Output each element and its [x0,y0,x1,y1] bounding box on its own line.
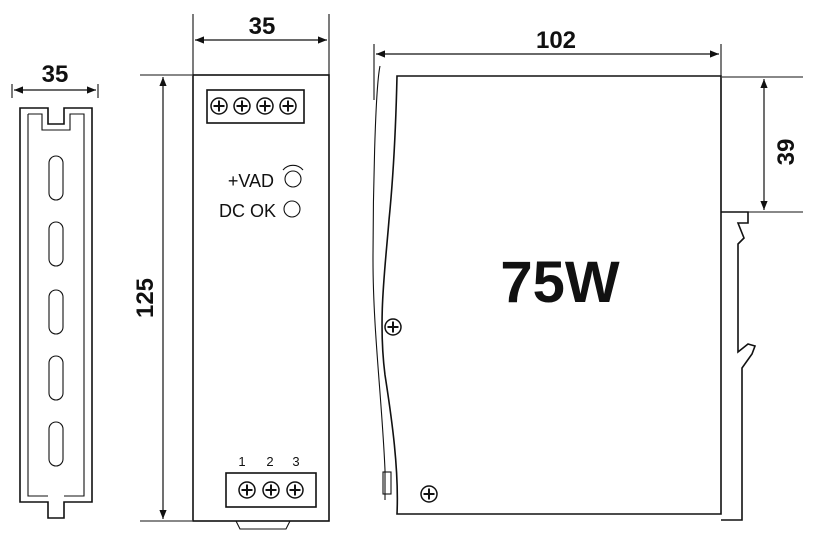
rail-slot [48,421,64,467]
rail-slot [48,355,64,401]
front-width-label: 35 [249,13,276,40]
terminal-screw-icon [279,97,297,115]
din-rail-view: 35 [11,61,99,519]
rail-width-label: 35 [42,61,69,88]
height-label: 125 [132,278,159,318]
front-housing [192,74,330,522]
terminal-number: 3 [292,454,299,469]
terminal-screw-icon [262,481,280,499]
side-view: 102 39 75W [372,27,803,521]
rail-slot [48,155,64,201]
terminal-screw-icon [233,97,251,115]
housing-screw-icon [384,318,402,336]
terminal-screw-icon [210,97,228,115]
terminal-screw-icon [286,481,304,499]
power-rating-label: 75W [500,250,620,315]
terminal-screw-icon [238,481,256,499]
mounting-clip [235,520,291,530]
vadj-potentiometer-icon [284,170,302,188]
terminal-screw-icon [256,97,274,115]
rail-inner-edge [27,113,85,497]
side-housing-outline [381,75,722,515]
depth-label: 102 [536,27,576,54]
terminal-number: 2 [266,454,273,469]
vadj-label: +VAD [228,171,274,191]
side-foot [382,471,392,495]
rail-slot [48,221,64,267]
din-clip-profile [721,211,757,521]
vadj-arc-icon [282,164,304,171]
rail-outline [19,107,93,519]
side-back-curve [372,65,386,500]
terminal-number: 1 [238,454,245,469]
rail-slot [48,289,64,335]
input-terminal-block [225,472,317,508]
offset-label: 39 [773,139,800,166]
housing-screw-icon [420,485,438,503]
front-view: 35 125 +VAD DC OK 1 2 3 [132,13,330,530]
dc-ok-led-icon [283,200,301,218]
output-terminal-block [206,89,305,124]
dc-ok-label: DC OK [219,201,276,221]
